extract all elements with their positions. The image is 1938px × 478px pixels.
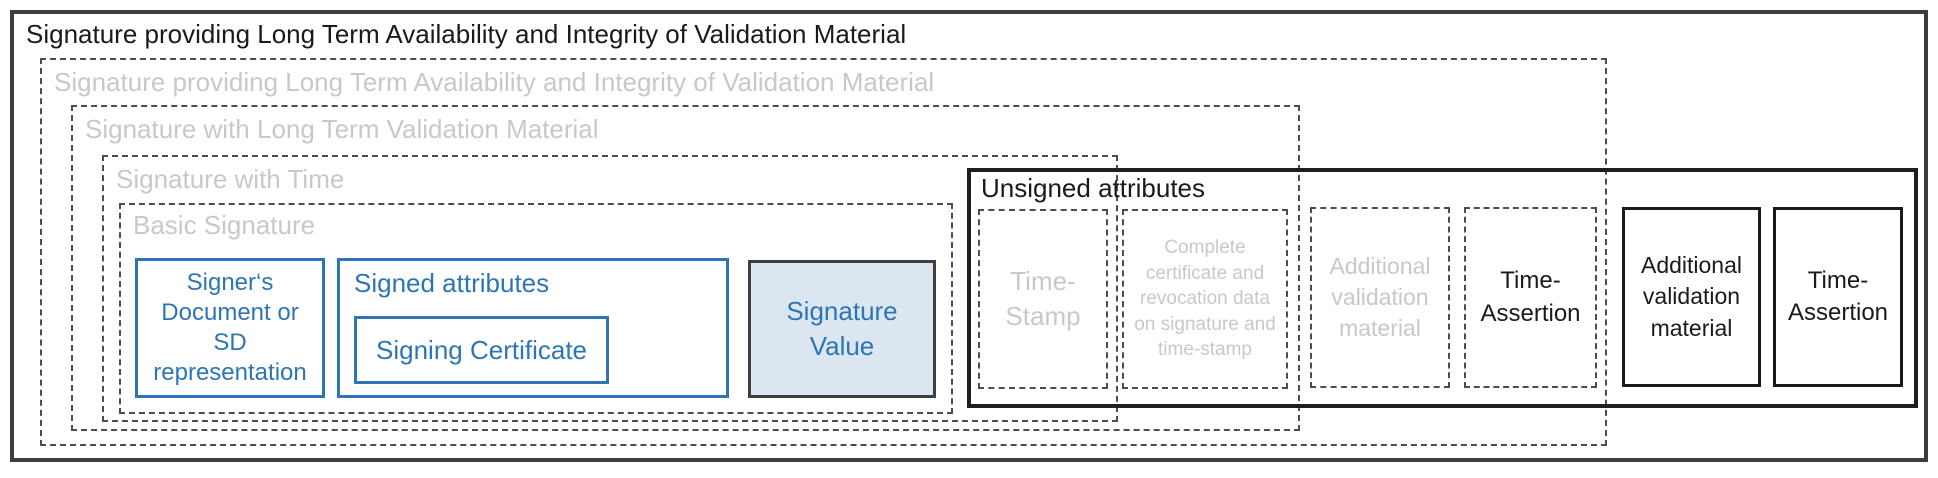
- unsigned-attributes-frame: Unsigned attributes: [967, 168, 1918, 408]
- time-assertion-box: Time- Assertion: [1773, 207, 1903, 387]
- signed-attributes-box: Signed attributes Signing Certificate: [337, 258, 729, 398]
- signature-value-box: Signature Value: [748, 260, 936, 398]
- frame-lta-dashed-label: Signature providing Long Term Availabili…: [54, 67, 935, 97]
- additional-validation-material-ghost-box: Additional validation material: [1310, 207, 1450, 388]
- additional-validation-material-box: Additional validation material: [1622, 207, 1761, 387]
- complete-cert-revocation-box: Complete certificate and revocation data…: [1122, 209, 1288, 389]
- frame-basic-signature: Basic Signature: [119, 203, 953, 414]
- signed-attributes-label: Signed attributes: [354, 268, 550, 298]
- frame-lta-solid: Signature providing Long Term Availabili…: [10, 10, 1928, 462]
- frame-basic-signature-label: Basic Signature: [133, 210, 316, 240]
- frame-ltv-label: Signature with Long Term Validation Mate…: [85, 114, 599, 144]
- frame-lta-solid-label: Signature providing Long Term Availabili…: [26, 19, 907, 49]
- frame-lta-dashed: Signature providing Long Term Availabili…: [40, 58, 1607, 446]
- signing-certificate-box: Signing Certificate: [354, 316, 609, 384]
- frame-with-time-label: Signature with Time: [116, 164, 345, 194]
- unsigned-attributes-label: Unsigned attributes: [981, 173, 1206, 203]
- time-stamp-box: Time- Stamp: [978, 209, 1108, 389]
- time-assertion-dashed-box: Time- Assertion: [1464, 207, 1597, 388]
- frame-with-time: Signature with Time: [102, 155, 1118, 422]
- frame-ltv: Signature with Long Term Validation Mate…: [71, 105, 1300, 431]
- signers-document-box: Signer‘s Document or SD representation: [135, 258, 325, 398]
